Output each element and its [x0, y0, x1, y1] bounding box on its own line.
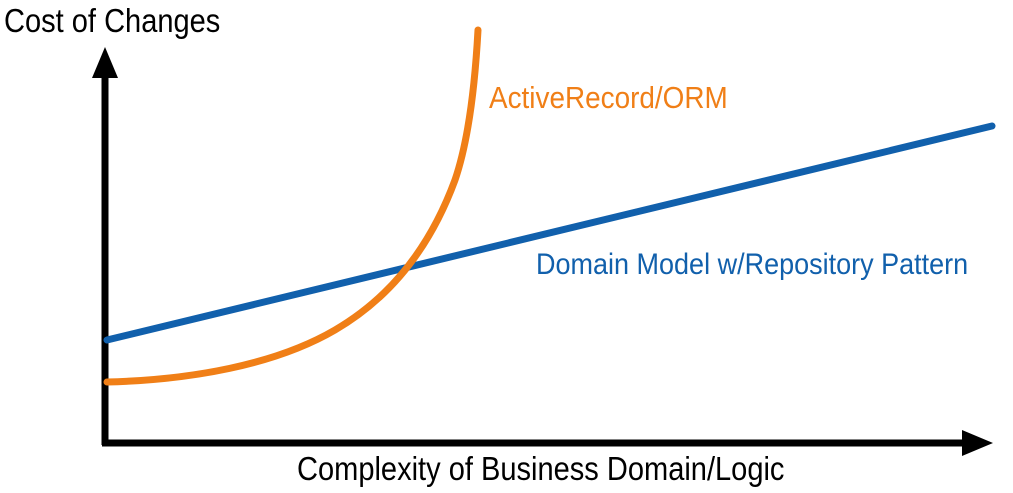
series-curve-activerecord-orm — [103, 26, 482, 386]
x-axis-arrowhead — [962, 430, 993, 456]
y-axis-label: Cost of Changes — [4, 2, 221, 39]
series-line-domain-model — [103, 122, 996, 344]
series-label-activerecord-orm: ActiveRecord/ORM — [489, 80, 728, 115]
y-axis-arrowhead — [92, 47, 118, 78]
series-label-domain-model-repository-pattern: Domain Model w/Repository Pattern — [536, 248, 969, 281]
x-axis-label: Complexity of Business Domain/Logic — [297, 450, 785, 487]
